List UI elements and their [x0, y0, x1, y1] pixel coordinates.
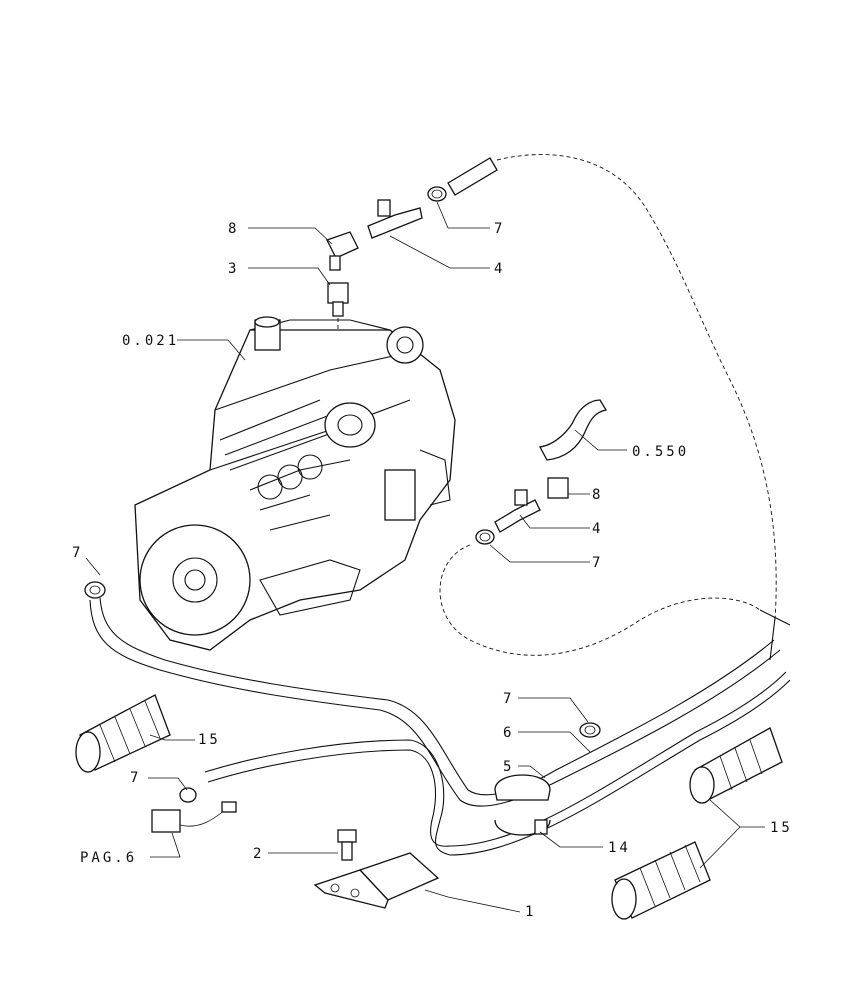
callout-2: 2	[253, 846, 264, 862]
curved-hose-0550	[538, 399, 608, 461]
clamp-bracket-5-14	[494, 774, 551, 836]
bolt-2	[337, 829, 357, 861]
callout-pag6: PAG.6	[80, 850, 137, 866]
callout-15-left: 15	[198, 732, 221, 748]
elbow-fitting-8-top	[326, 231, 359, 271]
callout-7-mid: 7	[592, 555, 603, 571]
callout-3: 3	[228, 261, 239, 277]
dashed-connection-line	[439, 544, 761, 656]
callout-8-top: 8	[228, 221, 239, 237]
hose-clamp-7-top	[427, 186, 447, 202]
callout-7-right: 7	[503, 691, 514, 707]
hose-clamp-7-lower	[179, 787, 197, 803]
heater-pipe-6	[89, 597, 781, 807]
callout-1: 1	[525, 904, 536, 920]
dashed-return-line	[496, 154, 777, 621]
hose-clamp-7-mid	[475, 529, 495, 545]
corrugated-sleeve-15-left	[75, 694, 171, 773]
callout-7-left: 7	[72, 545, 83, 561]
pipe-end	[759, 609, 791, 661]
callout-0021: 0.021	[122, 333, 179, 349]
short-hose-top	[447, 157, 498, 196]
hose-clamp-7-left	[84, 581, 106, 599]
callout-5: 5	[503, 759, 514, 775]
callout-7-top: 7	[494, 221, 505, 237]
leader-lines	[85, 201, 765, 913]
callout-8-mid: 8	[592, 487, 603, 503]
elbow-fitting-8-mid	[547, 477, 569, 499]
hose-clamp-7-right	[579, 722, 601, 738]
callout-4-top: 4	[494, 261, 505, 277]
adapter-3	[327, 282, 349, 317]
callout-7-lower: 7	[130, 770, 141, 786]
valve-4-mid	[494, 489, 541, 533]
callout-6: 6	[503, 725, 514, 741]
sensor-pag6	[151, 801, 237, 833]
engine-assembly	[134, 316, 456, 651]
callout-15-right: 15	[770, 820, 793, 836]
callout-0550: 0.550	[632, 444, 689, 460]
support-bracket-1	[313, 852, 440, 909]
corrugated-sleeve-15-right-upper	[689, 727, 783, 804]
callout-4-mid: 4	[592, 521, 603, 537]
corrugated-sleeve-15-right-lower	[611, 841, 711, 920]
callout-14: 14	[608, 840, 631, 856]
valve-4-top	[367, 199, 423, 239]
heater-pipe-5	[204, 671, 791, 856]
